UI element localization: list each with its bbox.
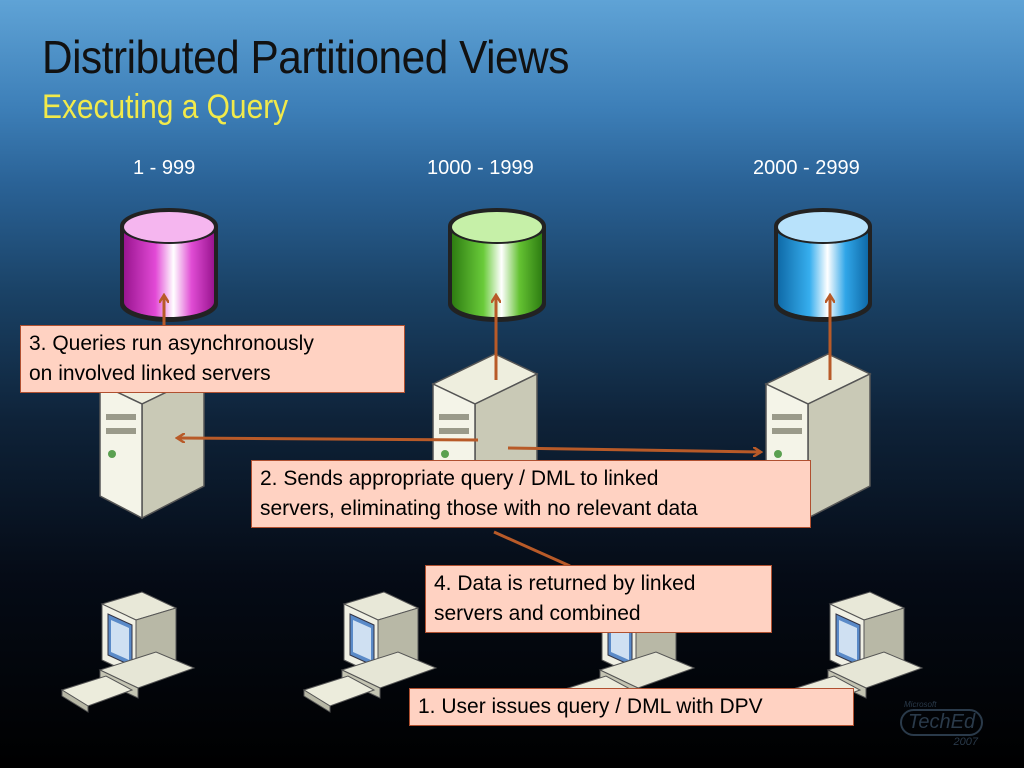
slide-subtitle: Executing a Query — [42, 88, 289, 126]
arrow-data-return — [493, 530, 571, 568]
note-step-4: 4. Data is returned by linked servers an… — [425, 565, 772, 633]
partition-range-1: 1 - 999 — [133, 157, 196, 179]
note-step-2: 2. Sends appropriate query / DML to link… — [251, 460, 811, 528]
partition-range-3: 2000 - 2999 — [753, 157, 860, 179]
arrow-to-server-1 — [178, 438, 479, 440]
workstation-icon — [302, 591, 438, 713]
database-icon — [774, 208, 872, 322]
note-step-3: 3. Queries run asynchronously on involve… — [20, 325, 405, 393]
partition-range-2: 1000 - 1999 — [427, 157, 534, 179]
server-icon — [98, 353, 206, 520]
slide-title: Distributed Partitioned Views — [42, 31, 569, 83]
workstation-icon — [60, 591, 196, 713]
database-icon — [120, 208, 218, 322]
note-step-1: 1. User issues query / DML with DPV — [409, 688, 854, 726]
database-icon — [448, 208, 546, 322]
teched-logo: Microsoft TechEd 2007 — [900, 700, 984, 756]
arrow-to-server-3 — [507, 446, 760, 452]
